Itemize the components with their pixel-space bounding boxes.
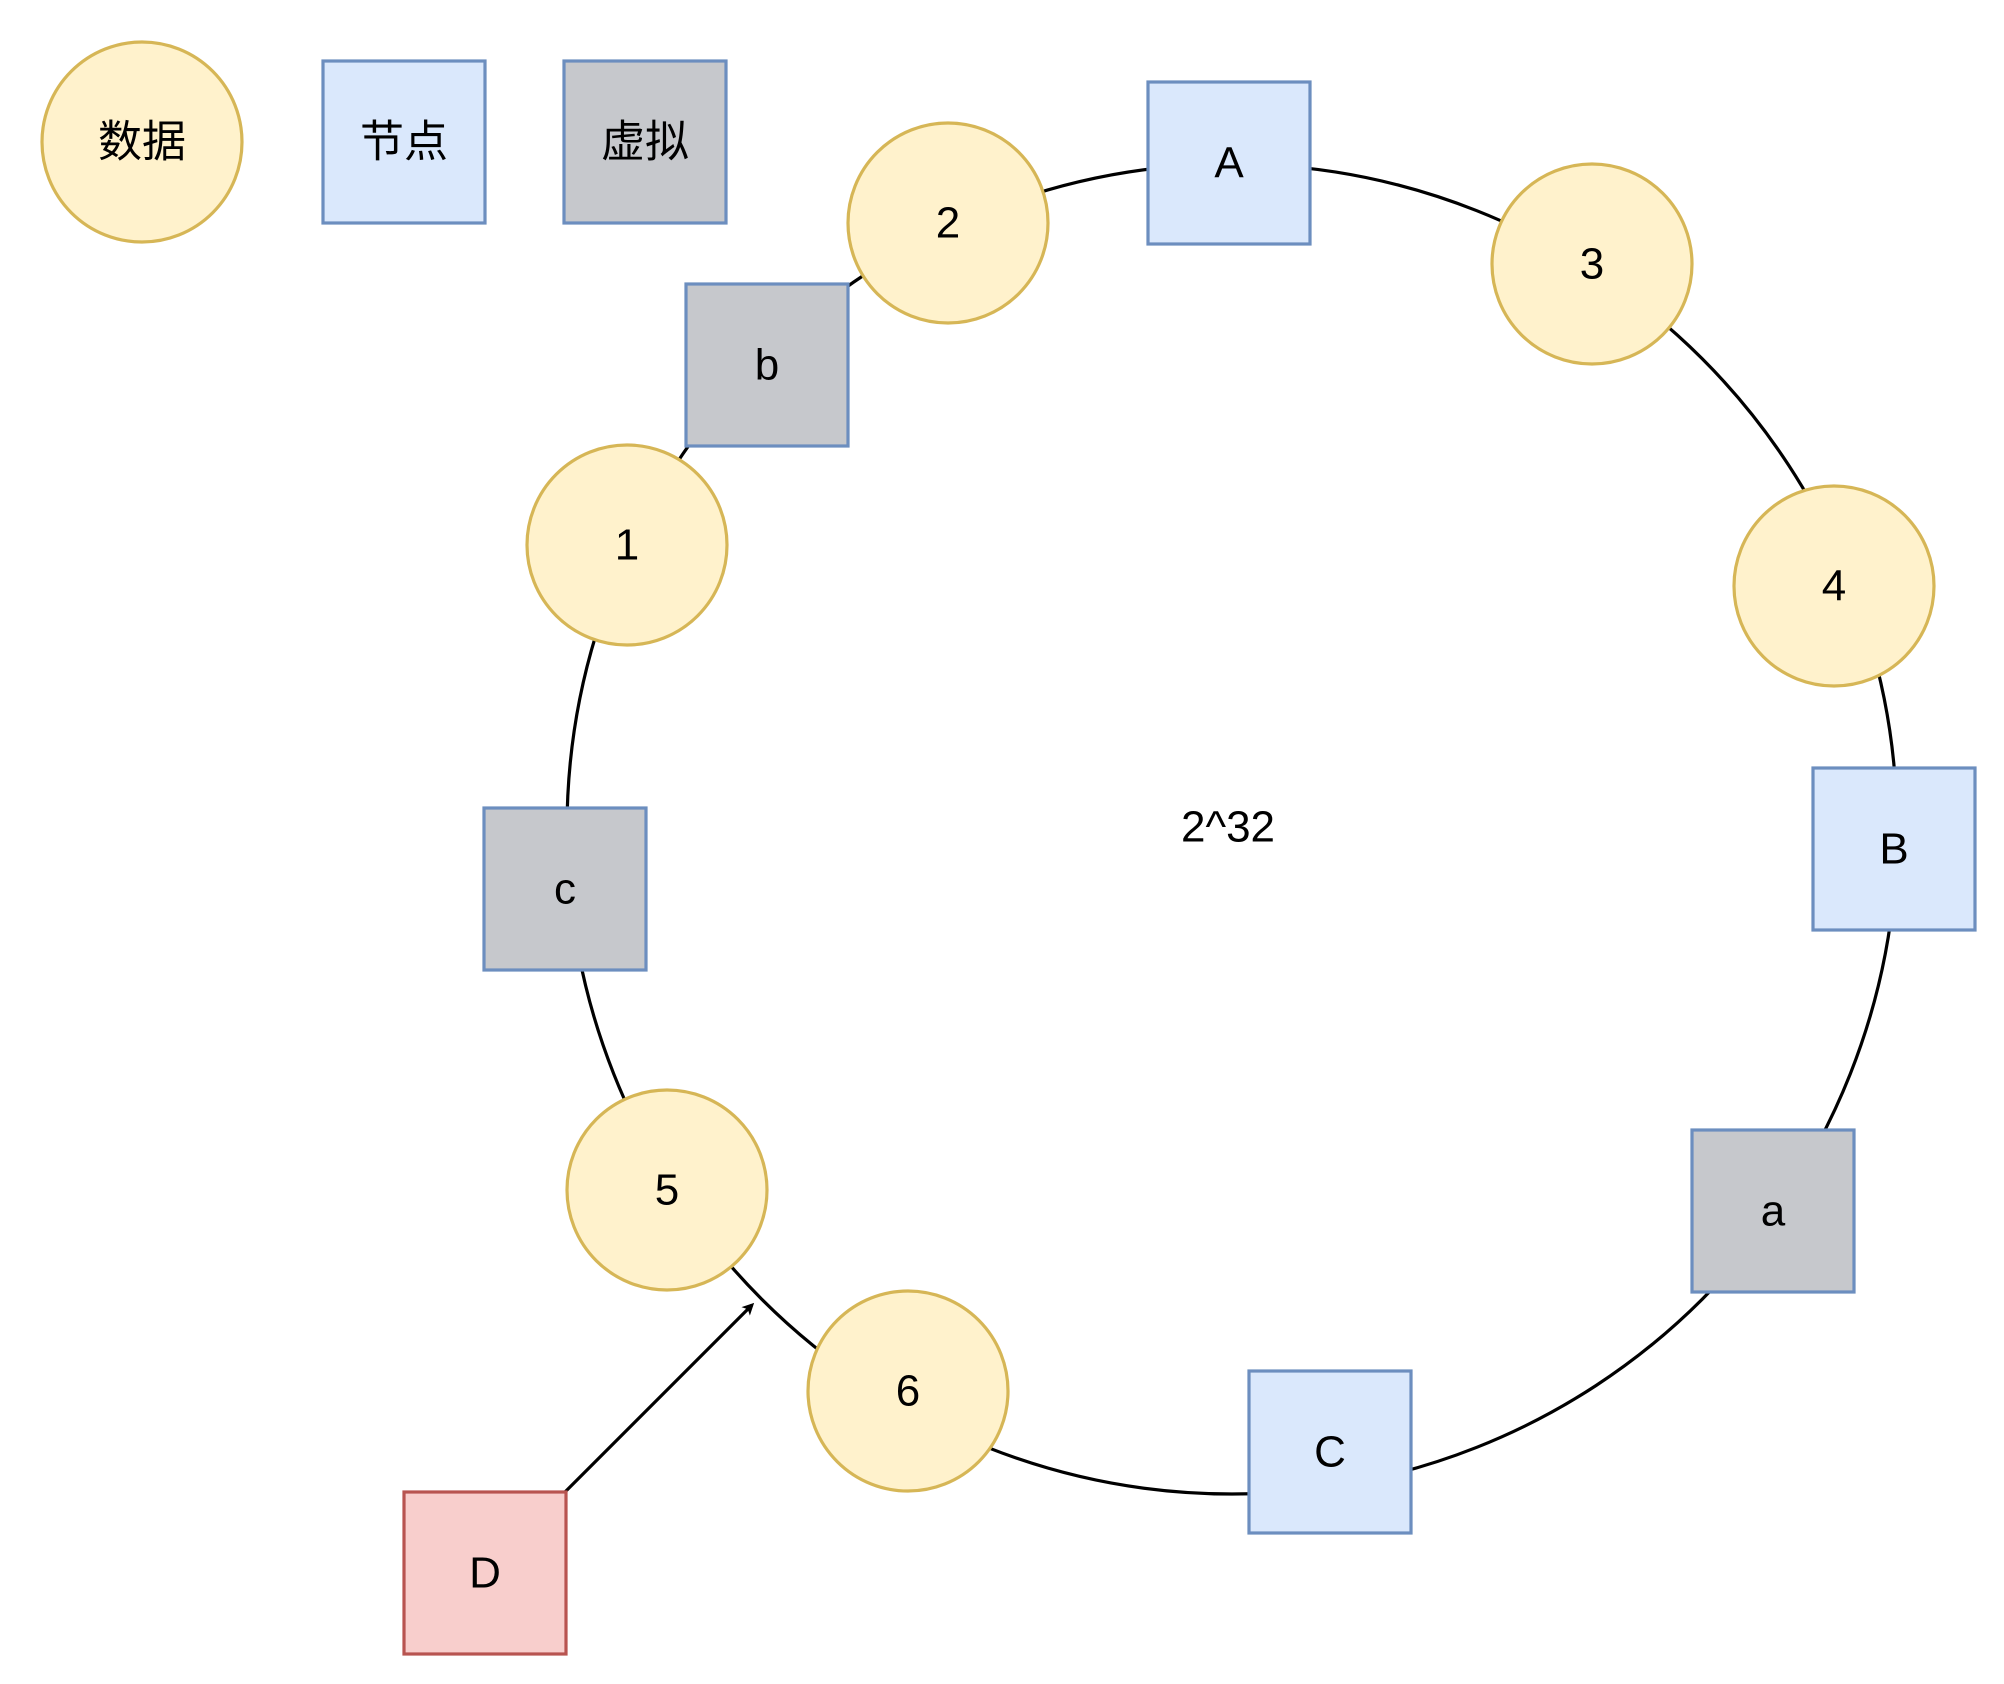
new-node-box: [402, 1490, 568, 1656]
new-node-D: D: [402, 1490, 568, 1656]
virtual-node-b: b: [684, 282, 850, 448]
data-label: 2: [936, 199, 960, 248]
ring-space-label: 2^32: [1181, 803, 1275, 852]
data-item-4: 4: [1732, 484, 1936, 688]
virtual-node-box: [482, 806, 648, 972]
virtual-node-label: a: [1761, 1187, 1786, 1236]
legend-data-circle: [40, 40, 244, 244]
legend-node-label: 节点: [360, 117, 448, 168]
data-circle: [525, 443, 729, 647]
data-circle: [846, 121, 1050, 325]
insert-arrow: [563, 1302, 755, 1494]
legend-node: 节点: [321, 59, 487, 225]
node-box: [1146, 80, 1312, 246]
data-item-2: 2: [846, 121, 1050, 325]
virtual-node-a: a: [1690, 1128, 1856, 1294]
data-circle: [565, 1088, 769, 1292]
legend: 数据 节点 虚拟: [40, 40, 728, 244]
legend-data-label: 数据: [98, 117, 186, 168]
legend-virtual-label: 虚拟: [601, 117, 689, 168]
virtual-node-box: [684, 282, 850, 448]
virtual-node-label: c: [554, 865, 576, 914]
data-circle: [1732, 484, 1936, 688]
node-A: A: [1146, 80, 1312, 246]
legend-virtual-box: [562, 59, 728, 225]
data-circle: [1490, 162, 1694, 366]
node-box: [1811, 766, 1977, 932]
legend-virtual: 虚拟: [562, 59, 728, 225]
data-item-6: 6: [806, 1289, 1010, 1493]
data-item-5: 5: [565, 1088, 769, 1292]
legend-data: 数据: [40, 40, 244, 244]
data-item-1: 1: [525, 443, 729, 647]
new-node-label: D: [469, 1549, 501, 1598]
virtual-node-c: c: [482, 806, 648, 972]
node-box: [1247, 1369, 1413, 1535]
data-label: 1: [615, 521, 639, 570]
data-circle: [806, 1289, 1010, 1493]
data-label: 4: [1822, 562, 1846, 611]
data-label: 3: [1580, 240, 1604, 289]
virtual-node-label: b: [755, 341, 779, 390]
node-label: C: [1314, 1428, 1346, 1477]
legend-node-box: [321, 59, 487, 225]
data-item-3: 3: [1490, 162, 1694, 366]
virtual-node-box: [1690, 1128, 1856, 1294]
node-label: A: [1214, 139, 1244, 188]
data-label: 6: [896, 1367, 920, 1416]
data-label: 5: [655, 1166, 679, 1215]
node-label: B: [1879, 825, 1908, 874]
node-B: B: [1811, 766, 1977, 932]
node-C: C: [1247, 1369, 1413, 1535]
